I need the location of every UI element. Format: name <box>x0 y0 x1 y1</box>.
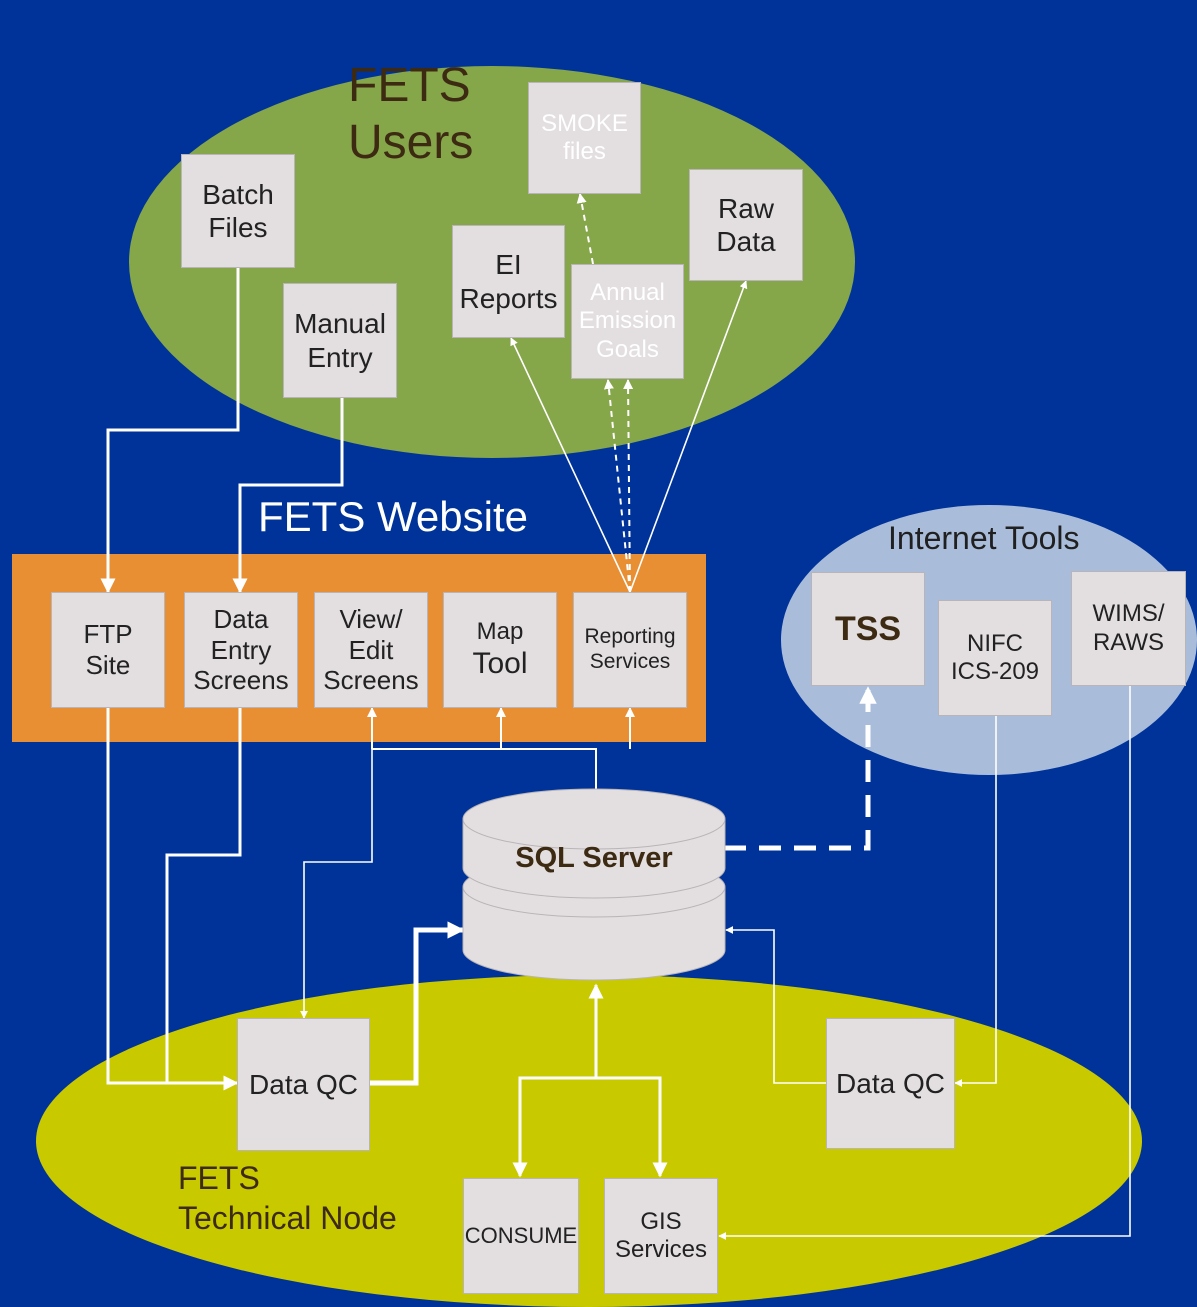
wims-raws-label: WIMS/ RAWS <box>1092 600 1165 656</box>
reporting-to-goals-line-b <box>623 379 634 593</box>
annual-goals-box: Annual Emission Goals <box>571 264 684 379</box>
gis-services-label: GIS Services <box>614 1207 708 1263</box>
reporting-to-raw-line <box>629 280 748 593</box>
gis-services-box: GIS Services <box>604 1178 718 1294</box>
ftp-site-label: FTP Site <box>83 619 133 680</box>
internet-tools-title: Internet Tools <box>888 520 1080 556</box>
nifc-ics209-label: NIFC ICS-209 <box>950 629 1040 685</box>
reporting-to-goals-line-a <box>603 379 631 593</box>
manual-entry-box: Manual Entry <box>283 283 397 398</box>
view-edit-to-qc-line <box>300 749 373 1019</box>
wims-raws-box: WIMS/ RAWS <box>1071 571 1186 686</box>
ftp-site-box: FTP Site <box>51 592 165 708</box>
raw-data-label: Raw Data <box>716 192 776 257</box>
sql-server-cylinder <box>462 788 726 981</box>
smoke-files-label: SMOKE files <box>541 109 628 165</box>
sql-to-tss-dashed <box>724 686 877 851</box>
reporting-to-ei-line <box>510 337 631 593</box>
data-qc-left-box: Data QC <box>237 1018 370 1151</box>
batch-files-label: Batch Files <box>202 178 274 243</box>
sql-to-website-line <box>372 748 597 795</box>
users-title: FETS Users <box>348 59 474 169</box>
sql-to-consume-line <box>512 1076 596 1178</box>
sql-server-label: SQL Server <box>515 842 673 874</box>
website-title: FETS Website <box>258 493 528 540</box>
data-qc-right-label: Data QC <box>836 1067 945 1099</box>
map-tool-label-line2: Tool <box>472 647 528 681</box>
manual-to-entry-line <box>232 398 344 594</box>
data-entry-screens-box: Data Entry Screens <box>184 592 298 708</box>
technical-node-title: FETS Technical Node <box>178 1160 397 1236</box>
reporting-services-box: Reporting Services <box>573 592 687 708</box>
sql-to-gis-line <box>596 1076 668 1178</box>
data-qc-left-label: Data QC <box>249 1068 358 1100</box>
manual-entry-label: Manual Entry <box>294 308 386 373</box>
tss-label: TSS <box>834 609 902 648</box>
data-qc-right-box: Data QC <box>826 1018 955 1149</box>
reporting-services-label: Reporting Services <box>584 625 676 673</box>
entry-to-qc-line <box>165 708 242 1083</box>
nifc-to-qc-line <box>954 716 997 1087</box>
tss-box: TSS <box>811 572 925 686</box>
raw-data-box: Raw Data <box>689 169 803 281</box>
data-entry-screens-label: Data Entry Screens <box>193 603 289 696</box>
ei-reports-box: EI Reports <box>452 225 565 338</box>
consume-label: CONSUME <box>464 1223 578 1249</box>
ftp-to-qc-line <box>106 708 239 1091</box>
right-qc-to-sql-line <box>725 926 826 1084</box>
batch-files-box: Batch Files <box>181 154 295 268</box>
wims-to-gis-line <box>718 686 1131 1240</box>
view-edit-screens-box: View/ Edit Screens <box>314 592 428 708</box>
technical-node-region <box>36 975 1142 1307</box>
nifc-ics209-box: NIFC ICS-209 <box>938 600 1052 716</box>
annual-goals-label: Annual Emission Goals <box>578 279 677 363</box>
map-tool-box: Map Tool <box>443 592 557 708</box>
smoke-files-box: SMOKE files <box>528 82 641 194</box>
consume-box: CONSUME <box>463 1178 579 1294</box>
map-tool-label-line1: Map <box>476 618 524 646</box>
qc-to-sql-line <box>370 921 465 1086</box>
view-edit-screens-label: View/ Edit Screens <box>323 603 419 696</box>
batch-to-ftp-line <box>100 268 240 594</box>
ei-reports-label: EI Reports <box>459 249 558 314</box>
goals-to-smoke-line <box>576 193 594 265</box>
